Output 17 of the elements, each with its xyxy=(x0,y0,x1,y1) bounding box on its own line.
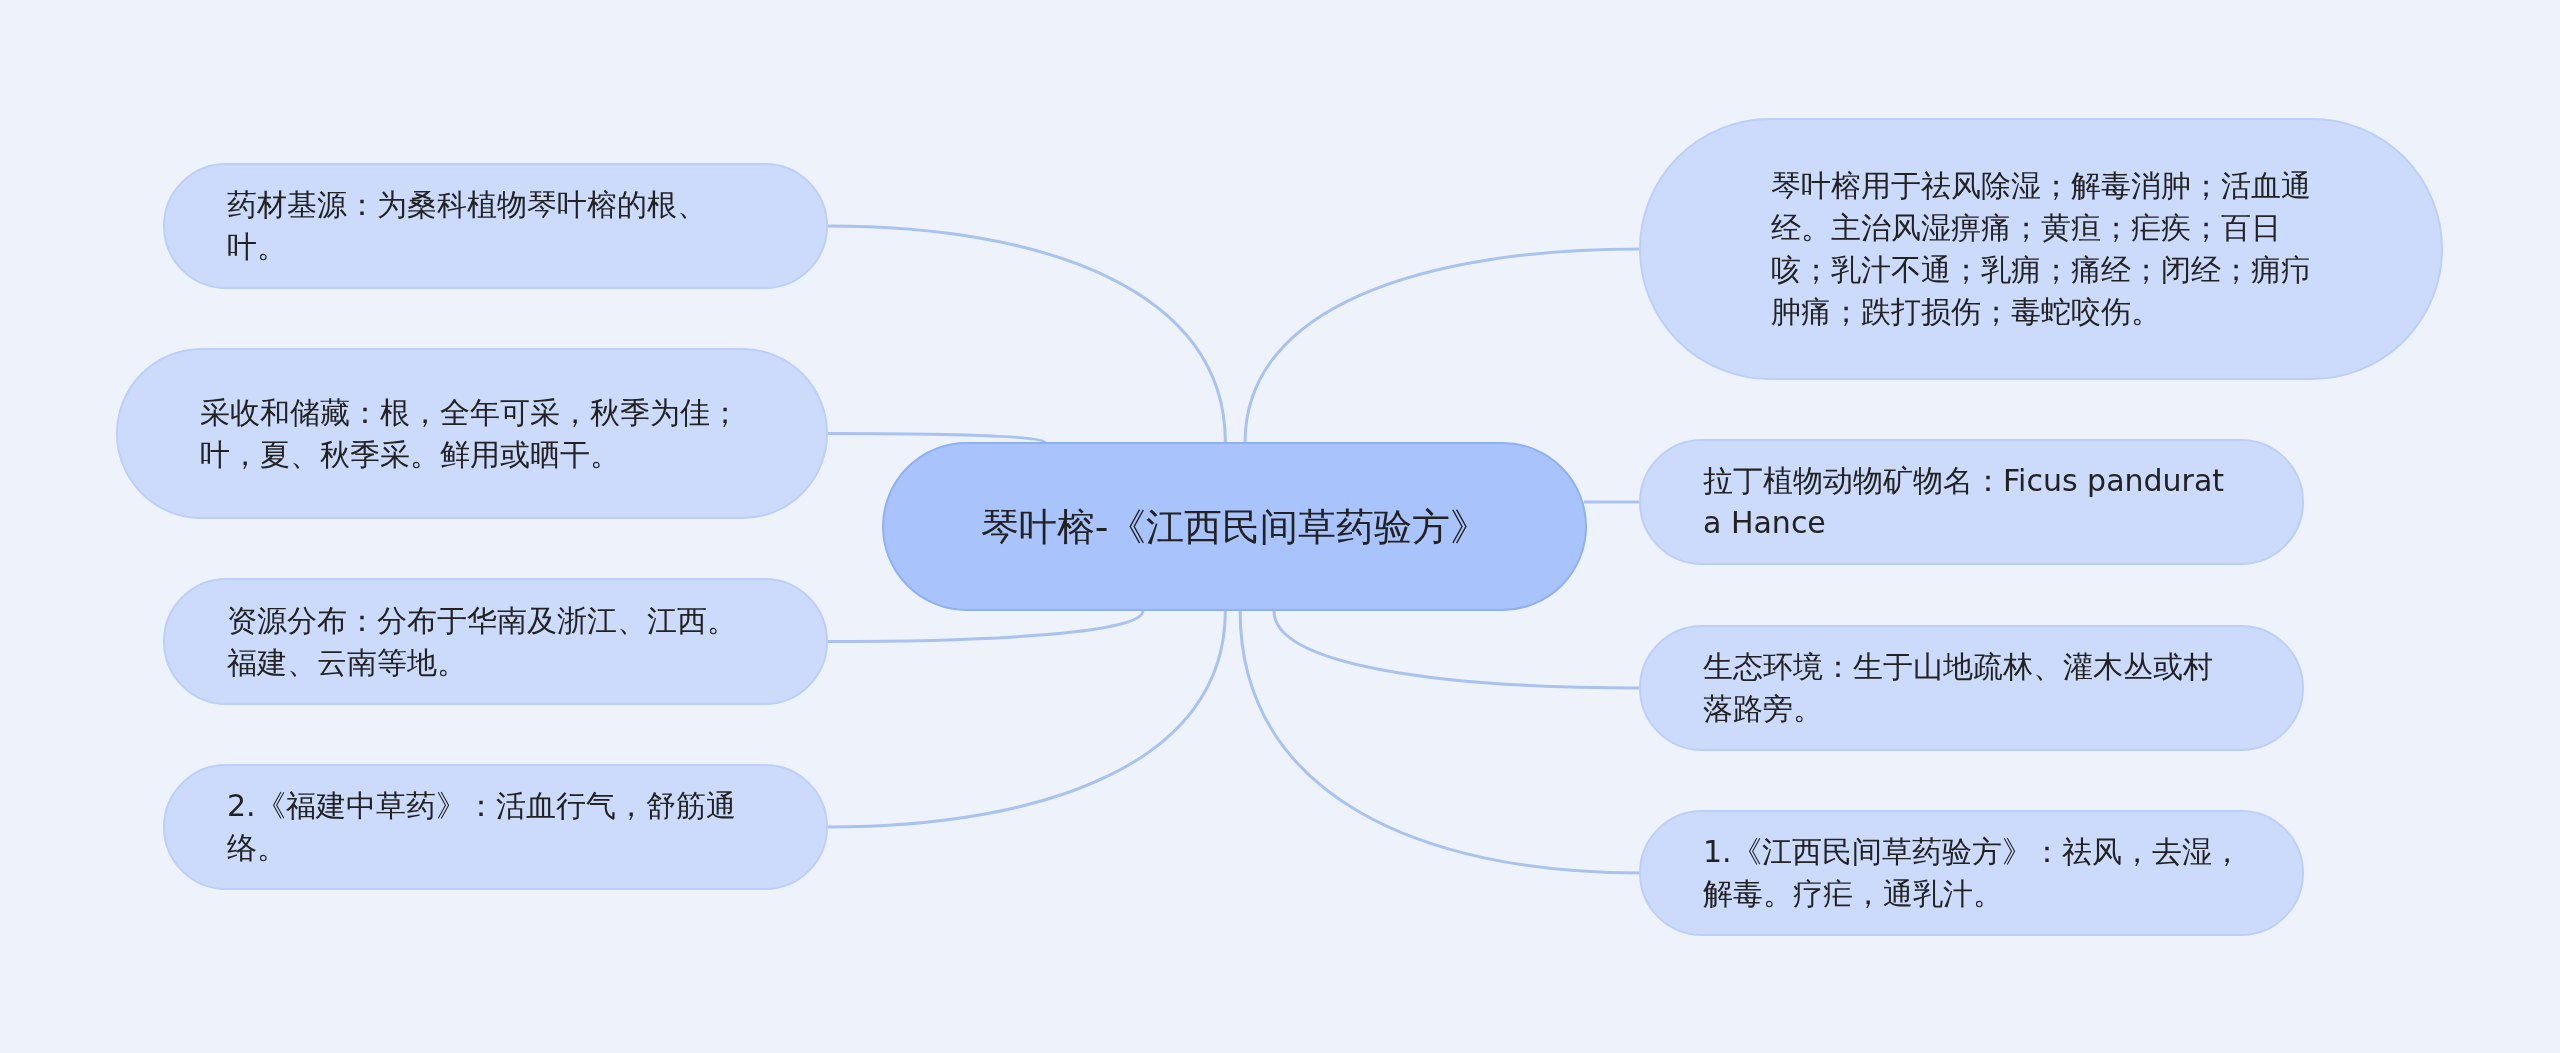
connector-line xyxy=(1272,610,1639,690)
topic-box: 拉丁植物动物矿物名：Ficus pandurata Hance xyxy=(1639,439,2304,565)
connector-line xyxy=(828,432,1046,444)
topic-box: 琴叶榕用于祛风除湿；解毒消肿；活血通经。主治风湿痹痛；黄疸；疟疾；百日咳；乳汁不通；乳痈；痛经；闭经；痈疖肿痛；跌打损伤；毒蛇咬伤。 xyxy=(1639,118,2443,380)
topic-box: 1.《江西民间草药验方》：祛风，去湿，解毒。疗疟，通乳汁。 xyxy=(1639,810,2304,936)
connector-line xyxy=(1238,610,1640,875)
topic-box: 生态环境：生于山地疏林、灌木丛或村落路旁。 xyxy=(1639,625,2304,751)
connector-line xyxy=(828,610,1145,643)
central-topic-box: 琴叶榕-《江西民间草药验方》 xyxy=(882,442,1587,611)
topic-box: 2.《福建中草药》：活血行气，舒筋通络。 xyxy=(163,764,828,890)
connector-line xyxy=(1584,500,1639,504)
connector-line xyxy=(1243,247,1640,443)
topic-box: 采收和储藏：根，全年可采，秋季为佳；叶，夏、秋季采。鲜用或晒干。 xyxy=(116,348,828,519)
topic-box: 药材基源：为桑科植物琴叶榕的根、叶。 xyxy=(163,163,828,289)
connector-line xyxy=(827,224,1227,443)
connector-line xyxy=(827,610,1227,829)
topic-box: 资源分布：分布于华南及浙江、江西。福建、云南等地。 xyxy=(163,578,828,705)
